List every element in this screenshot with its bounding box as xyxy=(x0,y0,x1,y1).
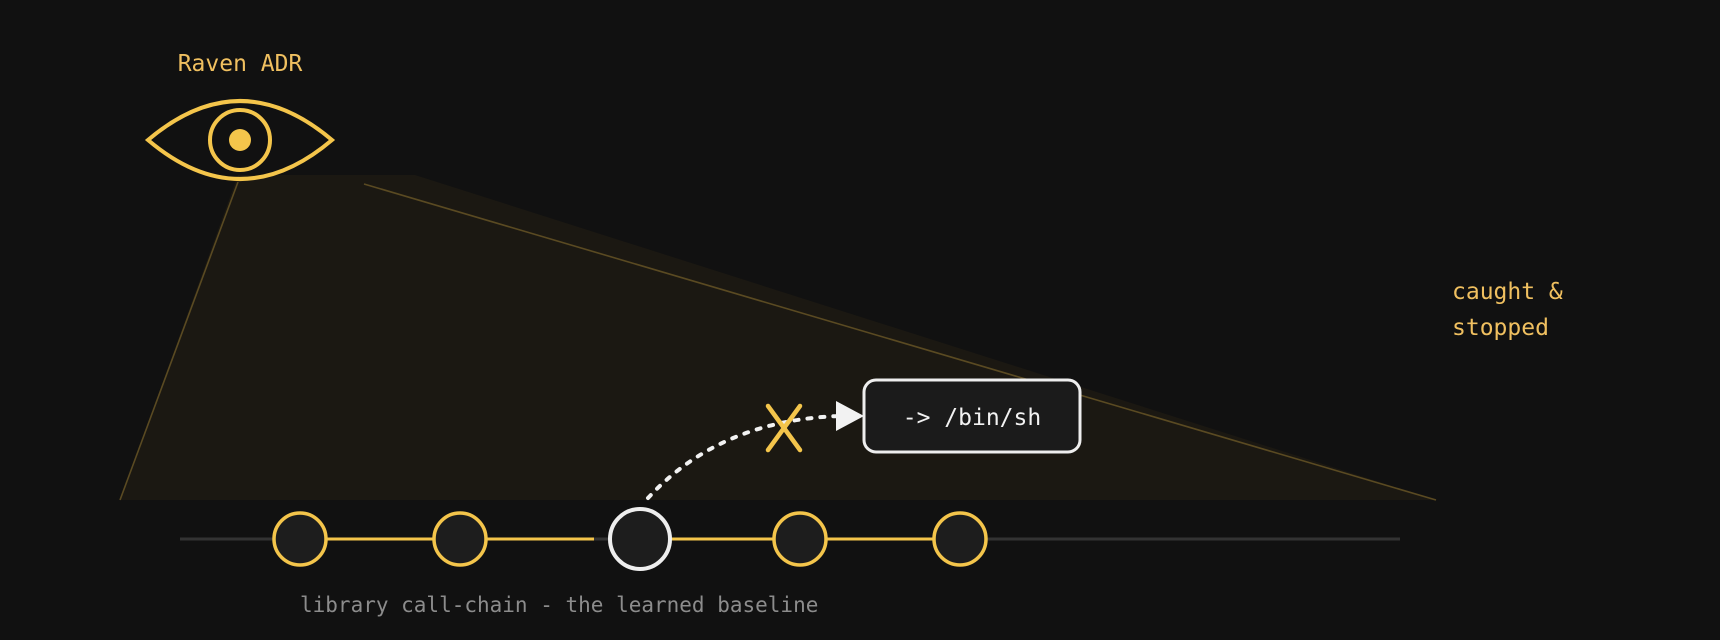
chain-node-1 xyxy=(272,511,328,567)
arrowhead-icon xyxy=(836,401,864,431)
vision-beam xyxy=(119,175,1437,501)
call-chain xyxy=(180,507,1400,571)
target-box-label: -> /bin/sh xyxy=(903,405,1041,431)
chain-node-4 xyxy=(772,511,828,567)
status-line-2: stopped xyxy=(1452,315,1549,341)
status-label: caught & stopped xyxy=(1452,279,1563,341)
chain-caption: library call-chain - the learned baselin… xyxy=(300,593,818,617)
deviation-path xyxy=(646,401,864,500)
dotted-arrow-path xyxy=(646,414,842,500)
cross-mark-icon xyxy=(765,403,803,453)
target-box-frame xyxy=(862,378,1082,454)
vision-beam-right-edge xyxy=(363,183,1437,501)
target-box: -> /bin/sh xyxy=(862,378,1082,454)
cross-stroke-b xyxy=(765,403,803,453)
vision-beam-left-edge xyxy=(119,181,239,501)
eye-pupil xyxy=(229,129,251,151)
chain-node-5 xyxy=(932,511,988,567)
eye-outline xyxy=(144,99,336,181)
eye-icon xyxy=(144,99,336,181)
chain-node-3-highlighted xyxy=(608,507,672,571)
vision-beam-fill xyxy=(120,175,1436,500)
chain-node-2 xyxy=(432,511,488,567)
eye-iris xyxy=(208,108,272,172)
app-title: Raven ADR xyxy=(178,51,303,77)
status-line-1: caught & xyxy=(1452,279,1563,305)
